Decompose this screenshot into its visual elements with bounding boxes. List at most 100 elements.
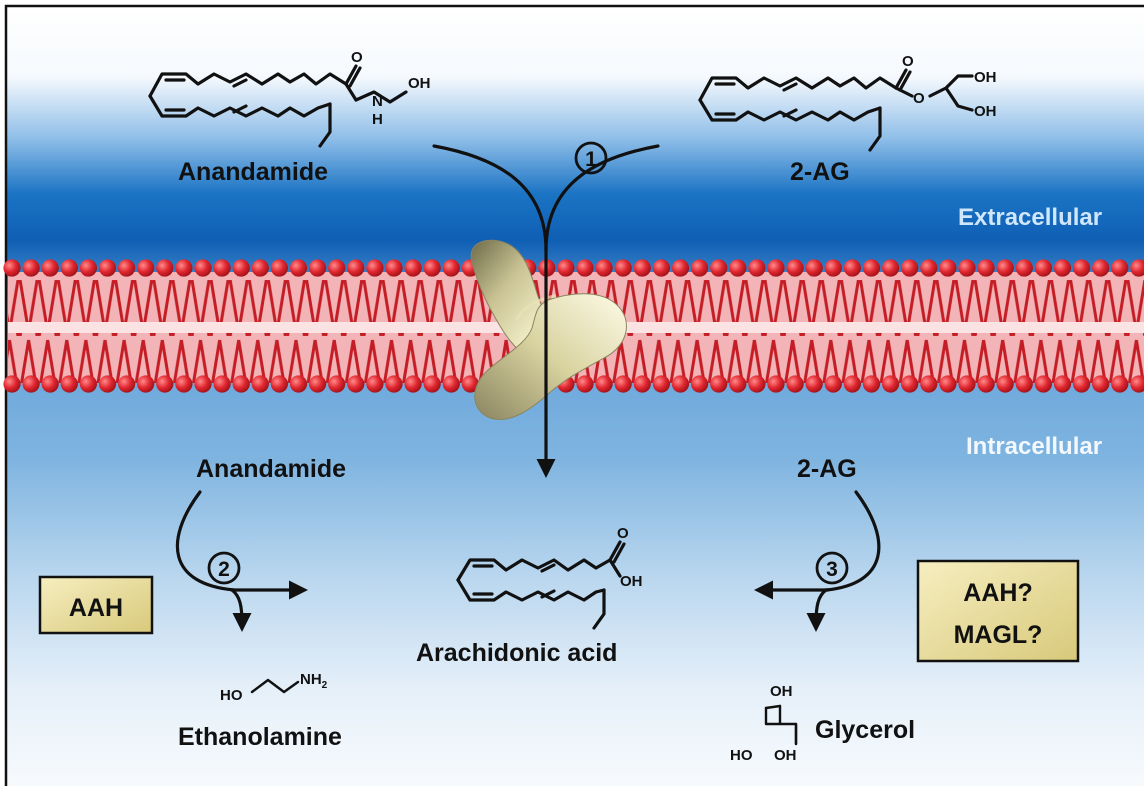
lipid-head <box>633 259 651 277</box>
frame-border <box>4 4 1144 791</box>
two-ag-structure-top: O O OH OH <box>698 53 997 152</box>
lipid-head <box>1015 375 1033 393</box>
lipid-head <box>41 375 59 393</box>
lipid-head <box>366 259 384 277</box>
lipid-head <box>882 375 900 393</box>
lipid-head <box>423 259 441 277</box>
lipid-head <box>175 375 193 393</box>
lipid-head <box>996 375 1014 393</box>
lipid-head <box>862 259 881 277</box>
two-ag-oh-group-2: OH <box>974 103 997 120</box>
lipid-head <box>958 259 976 277</box>
lipid-head <box>671 375 690 393</box>
lipid-head <box>309 259 327 277</box>
lipid-head <box>137 375 155 393</box>
lipid-head <box>652 375 671 393</box>
lipid-head <box>843 375 862 393</box>
lipid-head <box>633 375 651 393</box>
enzyme-aah-question-label: AAH? <box>963 579 1032 607</box>
lipid-head <box>576 375 594 393</box>
lipid-head <box>576 259 594 277</box>
lipid-head <box>1073 259 1091 277</box>
enzyme-magl-question-label: MAGL? <box>954 621 1043 649</box>
lipid-head <box>213 375 231 393</box>
lipid-head <box>194 259 212 277</box>
lipid-head <box>423 375 441 393</box>
lipid-head <box>309 375 327 393</box>
extracellular-label: Extracellular <box>958 204 1102 231</box>
lipid-head <box>1092 259 1110 277</box>
two-ag-top-label: 2-AG <box>790 158 850 186</box>
lipid-head <box>786 375 804 393</box>
lipid-head <box>939 375 957 393</box>
lipid-head <box>60 375 78 393</box>
lipid-head <box>232 375 250 393</box>
two-ag-ester-o-atom: O <box>913 90 925 107</box>
lipid-head <box>786 259 804 277</box>
lipid-head <box>1111 259 1129 277</box>
anandamide-oh-group: OH <box>408 75 431 92</box>
lipid-head <box>729 375 747 393</box>
lipid-head <box>213 259 231 277</box>
lipid-head <box>251 375 269 393</box>
lipid-head <box>366 375 384 393</box>
arachidonic-o-atom: O <box>617 525 629 542</box>
lipid-head <box>270 375 288 393</box>
lipid-head <box>461 375 479 393</box>
step-3-hydrolysis-arrows <box>754 490 881 632</box>
lipid-head <box>3 375 21 393</box>
lipid-head <box>79 259 97 277</box>
lipid-head <box>156 259 174 277</box>
lipid-head <box>118 259 136 277</box>
anandamide-bottom-label: Anandamide <box>196 455 346 483</box>
step-1-number: 1 <box>585 148 597 171</box>
ethanolamine-ho-group: HO <box>220 687 243 704</box>
lipid-head <box>270 259 288 277</box>
glycerol-oh-top-group: OH <box>770 683 793 700</box>
lipid-head <box>920 375 938 393</box>
anandamide-top-label: Anandamide <box>178 158 328 186</box>
lipid-head <box>385 375 403 393</box>
lipid-head <box>652 259 671 277</box>
lipid-head <box>137 259 155 277</box>
step-3-number: 3 <box>826 558 838 581</box>
lipid-head <box>1053 375 1072 393</box>
step-2-hydrolysis-arrows <box>175 490 308 632</box>
glycerol-label: Glycerol <box>815 716 915 744</box>
lipid-head <box>328 259 346 277</box>
lipid-head <box>977 259 995 277</box>
lipid-head <box>98 259 117 277</box>
lipid-head <box>614 259 632 277</box>
anandamide-n-atom: N <box>372 93 383 110</box>
lipid-head <box>41 259 59 277</box>
lipid-head <box>1092 375 1110 393</box>
lipid-head <box>557 259 575 277</box>
lipid-head <box>920 259 938 277</box>
lipid-head <box>118 375 136 393</box>
lipid-head <box>251 259 269 277</box>
lipid-head <box>232 259 250 277</box>
lipid-head <box>404 259 422 277</box>
lipid-head <box>442 259 460 277</box>
lipid-head <box>347 259 365 277</box>
ethanolamine-label: Ethanolamine <box>178 723 342 751</box>
lipid-head <box>843 259 862 277</box>
lipid-heads-bottom <box>3 375 1144 393</box>
lipid-head <box>996 259 1014 277</box>
ethanolamine-nh-group: NH2 <box>300 671 328 691</box>
lipid-head <box>671 259 690 277</box>
lipid-head <box>691 375 709 393</box>
enzyme-aah-label: AAH <box>69 594 123 622</box>
lipid-head <box>710 259 728 277</box>
lipid-heads-top <box>3 259 1144 277</box>
lipid-head <box>1130 375 1144 393</box>
lipid-head <box>1053 259 1072 277</box>
lipid-head <box>1034 259 1052 277</box>
glycerol-oh-group: OH <box>774 747 797 764</box>
arachidonic-acid-structure: O OH <box>456 525 643 630</box>
lipid-head <box>22 259 40 277</box>
two-ag-oh-group-1: OH <box>974 69 997 86</box>
step-3-marker: 3 <box>815 551 849 585</box>
anandamide-o-atom: O <box>351 49 363 66</box>
lipid-head <box>595 375 613 393</box>
